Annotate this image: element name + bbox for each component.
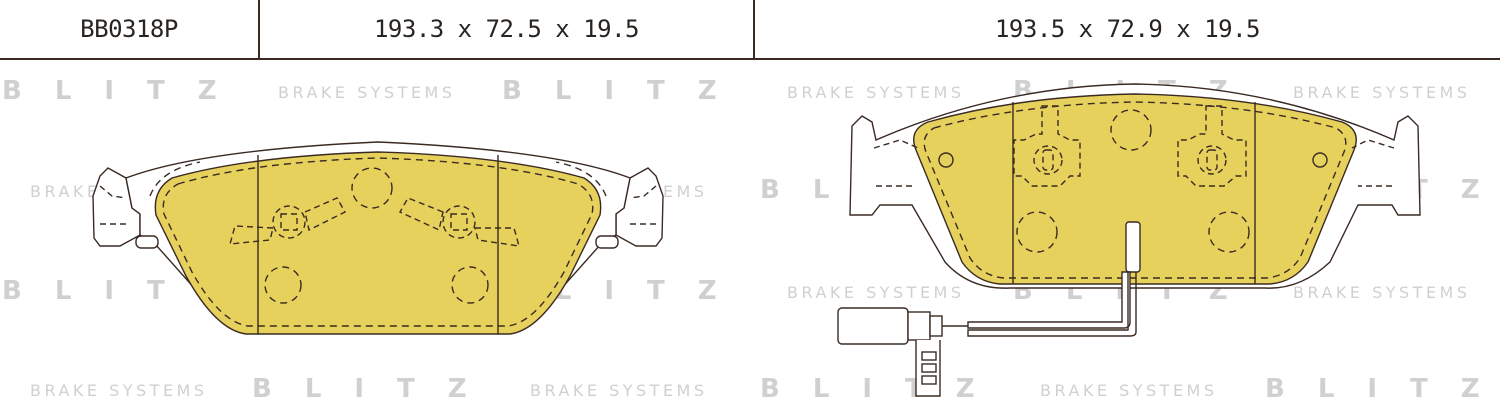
spec-header: BB0318P 193.3 x 72.5 x 19.5 193.5 x 72.9… — [0, 0, 1500, 60]
right-pad-side-dashed — [873, 139, 919, 187]
left-pad-top-dashed-right — [555, 161, 607, 197]
watermark-logo: BLITZ — [2, 276, 250, 306]
left-ear-tab — [135, 235, 159, 249]
left-friction-inner-dashed — [162, 157, 594, 327]
watermark-tagline: BRAKE SYSTEMS — [787, 83, 965, 102]
right-side-dashed — [626, 185, 657, 225]
pad-circle — [1016, 211, 1058, 253]
watermark-tagline: BRAKE SYSTEMS — [1293, 83, 1471, 102]
pad-clip-right — [1177, 105, 1247, 187]
left-pad-top-dashed — [149, 161, 201, 197]
watermark-tagline: BRAKE SYSTEMS — [787, 283, 965, 302]
header-divider — [0, 58, 1500, 60]
pad-clip-left — [1013, 105, 1081, 187]
pad-circle — [1110, 109, 1152, 151]
pad-hole — [1312, 152, 1328, 168]
left-brake-pad — [92, 141, 664, 335]
left-pad-circle — [264, 266, 302, 304]
left-pad-circle — [451, 266, 489, 304]
watermark-logo: BLITZ — [252, 374, 500, 404]
dimensions-right-pad: 193.5 x 72.9 x 19.5 — [994, 15, 1261, 43]
pad-hole — [938, 152, 954, 168]
part-code: BB0318P — [0, 0, 260, 58]
watermark-logo: BLITZ — [502, 76, 750, 106]
right-pad-clip — [399, 197, 520, 247]
left-side-dashed — [99, 185, 130, 225]
watermark-logo: BLITZ — [2, 76, 250, 106]
watermark-tagline: BRAKE SYSTEMS — [1293, 283, 1471, 302]
wear-sensor — [837, 221, 1141, 397]
watermark-tagline: BRAKE SYSTEMS — [530, 381, 708, 400]
watermark-logo: BLITZ — [1265, 374, 1500, 404]
left-pad-circle — [351, 167, 393, 209]
left-pad-clip — [229, 197, 346, 245]
watermark-tagline: BRAKE SYSTEMS — [1040, 381, 1218, 400]
dimensions-left-pad: 193.3 x 72.5 x 19.5 — [260, 0, 755, 58]
pad-circle — [1208, 211, 1250, 253]
right-ear-tab — [595, 235, 619, 249]
right-friction-inner-dashed — [923, 101, 1347, 279]
watermark-tagline: BRAKE SYSTEMS — [278, 83, 456, 102]
right-pad-side-dashed — [1351, 139, 1395, 187]
right-brake-pad — [837, 83, 1421, 397]
watermark-tagline: BRAKE SYSTEMS — [30, 381, 208, 400]
left-friction-material — [154, 151, 602, 335]
